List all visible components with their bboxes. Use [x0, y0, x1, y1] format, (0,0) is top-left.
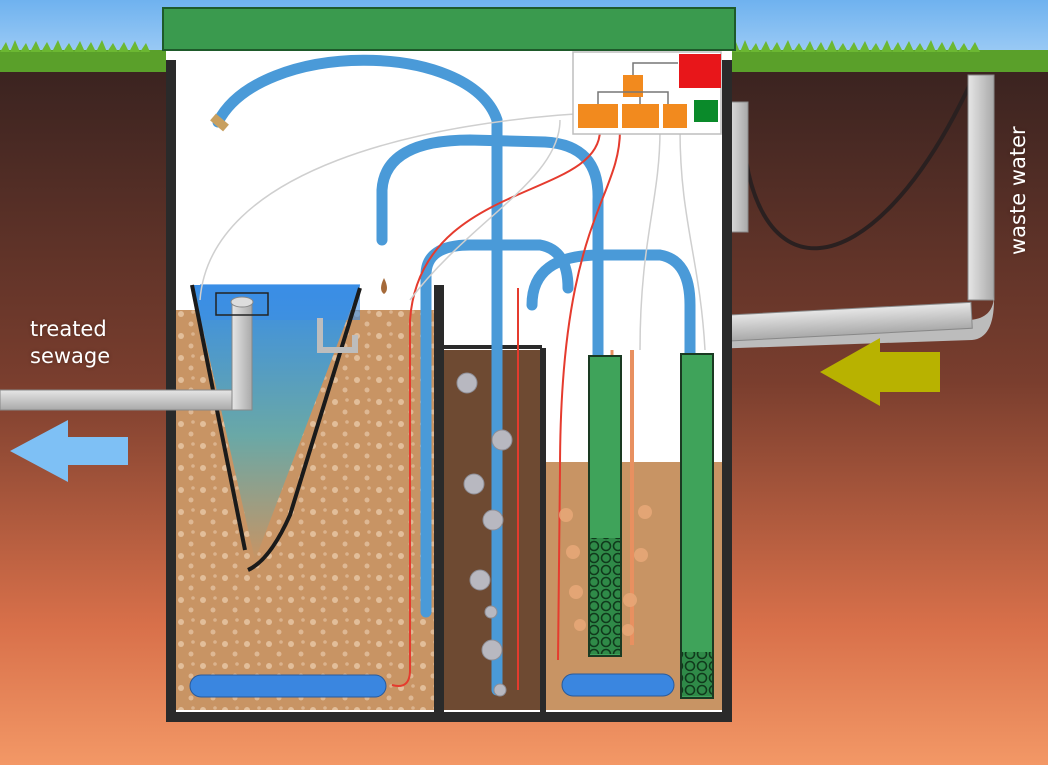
treated-sewage-label: treated sewage: [30, 316, 160, 370]
status-indicator-green: [694, 100, 718, 122]
treated-sewage-label-line1: treated: [30, 317, 107, 341]
air-bubbles: [456, 372, 513, 697]
diffuser-left: [189, 674, 387, 698]
treated-sewage-label-line2: sewage: [30, 344, 111, 368]
grass: [0, 40, 1048, 72]
left-arrow-icon: [820, 338, 940, 406]
control-unit: [572, 51, 722, 135]
waste-water-label: waste water: [1006, 126, 1030, 255]
air-pipes: [212, 54, 696, 696]
wires-grey: [199, 111, 706, 351]
bioreactor-bubbles: [559, 505, 652, 636]
bioreactor-column-2: [680, 353, 714, 699]
bioreactor-column-1: [588, 355, 622, 657]
alarm-indicator-red: [679, 54, 721, 88]
wires-red: [391, 129, 621, 690]
tank: [162, 7, 736, 722]
tank-lid: [162, 7, 736, 51]
left-arrow-icon: [10, 420, 128, 482]
treated-sewage-outlet-pipe: [0, 292, 358, 411]
diffuser-right: [561, 673, 675, 697]
